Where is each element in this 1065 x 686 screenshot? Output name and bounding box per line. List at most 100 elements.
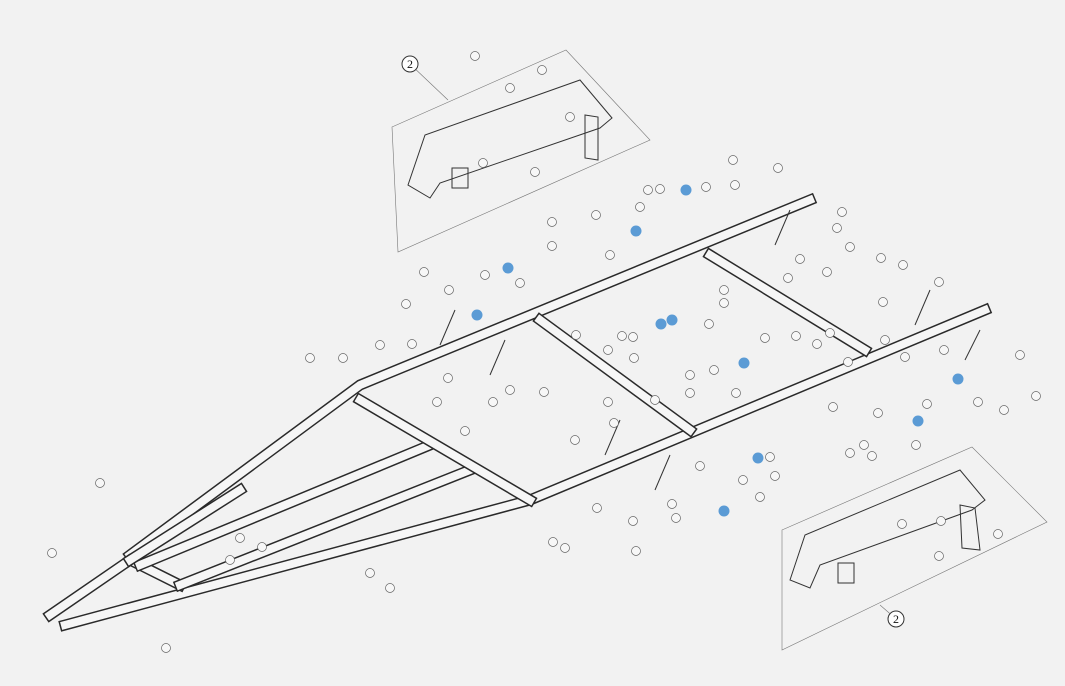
part-callout[interactable]: [603, 397, 613, 407]
part-callout[interactable]: [539, 387, 549, 397]
part-callout[interactable]: [655, 184, 665, 194]
part-callout[interactable]: [730, 180, 740, 190]
part-callout[interactable]: [897, 519, 907, 529]
part-callout[interactable]: [419, 267, 429, 277]
part-callout[interactable]: [837, 207, 847, 217]
part-callout[interactable]: [701, 182, 711, 192]
part-callout[interactable]: [1015, 350, 1025, 360]
part-callout[interactable]: [773, 163, 783, 173]
part-callout[interactable]: [880, 335, 890, 345]
part-callout[interactable]: [548, 537, 558, 547]
part-callout[interactable]: [609, 418, 619, 428]
part-callout[interactable]: [685, 388, 695, 398]
part-callout[interactable]: [95, 478, 105, 488]
part-callout[interactable]: [480, 270, 490, 280]
part-callout[interactable]: [605, 250, 615, 260]
part-callout[interactable]: [1031, 391, 1041, 401]
part-callout[interactable]: [822, 267, 832, 277]
part-callout[interactable]: [505, 385, 515, 395]
part-callout[interactable]: [235, 533, 245, 543]
part-callout[interactable]: [635, 202, 645, 212]
part-callout[interactable]: [738, 475, 748, 485]
highlight-marker[interactable]: [655, 318, 667, 330]
part-callout[interactable]: [876, 253, 886, 263]
highlight-marker[interactable]: [752, 452, 764, 464]
part-callout[interactable]: [547, 241, 557, 251]
part-callout[interactable]: [812, 339, 822, 349]
part-callout[interactable]: [591, 210, 601, 220]
part-callout[interactable]: [505, 83, 515, 93]
part-callout[interactable]: [843, 357, 853, 367]
highlight-marker[interactable]: [738, 357, 750, 369]
highlight-marker[interactable]: [680, 184, 692, 196]
part-callout[interactable]: [365, 568, 375, 578]
part-callout[interactable]: [828, 402, 838, 412]
part-callout[interactable]: [934, 551, 944, 561]
part-callout[interactable]: [900, 352, 910, 362]
part-callout[interactable]: [795, 254, 805, 264]
part-callout[interactable]: [407, 339, 417, 349]
part-callout[interactable]: [685, 370, 695, 380]
part-callout[interactable]: [867, 451, 877, 461]
part-callout[interactable]: [760, 333, 770, 343]
part-callout[interactable]: [719, 298, 729, 308]
part-callout[interactable]: [161, 643, 171, 653]
subassembly-callout-top[interactable]: 2: [401, 55, 419, 73]
part-callout[interactable]: [385, 583, 395, 593]
part-callout[interactable]: [305, 353, 315, 363]
part-callout[interactable]: [667, 499, 677, 509]
part-callout[interactable]: [631, 546, 641, 556]
part-callout[interactable]: [560, 543, 570, 553]
highlight-marker[interactable]: [630, 225, 642, 237]
part-callout[interactable]: [592, 503, 602, 513]
part-callout[interactable]: [478, 158, 488, 168]
part-callout[interactable]: [643, 185, 653, 195]
subassembly-callout-bottom[interactable]: 2: [887, 610, 905, 628]
part-callout[interactable]: [432, 397, 442, 407]
part-callout[interactable]: [973, 397, 983, 407]
part-callout[interactable]: [765, 452, 775, 462]
part-callout[interactable]: [225, 555, 235, 565]
highlight-marker[interactable]: [718, 505, 730, 517]
part-callout[interactable]: [565, 112, 575, 122]
highlight-marker[interactable]: [912, 415, 924, 427]
part-callout[interactable]: [898, 260, 908, 270]
part-callout[interactable]: [695, 461, 705, 471]
part-callout[interactable]: [845, 242, 855, 252]
part-callout[interactable]: [628, 516, 638, 526]
part-callout[interactable]: [571, 330, 581, 340]
part-callout[interactable]: [47, 548, 57, 558]
part-callout[interactable]: [488, 397, 498, 407]
part-callout[interactable]: [873, 408, 883, 418]
part-callout[interactable]: [783, 273, 793, 283]
highlight-marker[interactable]: [952, 373, 964, 385]
part-callout[interactable]: [859, 440, 869, 450]
part-callout[interactable]: [832, 223, 842, 233]
part-callout[interactable]: [470, 51, 480, 61]
part-callout[interactable]: [728, 155, 738, 165]
highlight-marker[interactable]: [502, 262, 514, 274]
part-callout[interactable]: [731, 388, 741, 398]
part-callout[interactable]: [845, 448, 855, 458]
part-callout[interactable]: [338, 353, 348, 363]
part-callout[interactable]: [401, 299, 411, 309]
part-callout[interactable]: [791, 331, 801, 341]
part-callout[interactable]: [825, 328, 835, 338]
part-callout[interactable]: [993, 529, 1003, 539]
part-callout[interactable]: [617, 331, 627, 341]
part-callout[interactable]: [629, 353, 639, 363]
part-callout[interactable]: [939, 345, 949, 355]
part-callout[interactable]: [650, 395, 660, 405]
part-callout[interactable]: [911, 440, 921, 450]
part-callout[interactable]: [999, 405, 1009, 415]
part-callout[interactable]: [570, 435, 580, 445]
part-callout[interactable]: [537, 65, 547, 75]
part-callout[interactable]: [878, 297, 888, 307]
part-callout[interactable]: [936, 516, 946, 526]
part-callout[interactable]: [770, 471, 780, 481]
part-callout[interactable]: [671, 513, 681, 523]
highlight-marker[interactable]: [666, 314, 678, 326]
part-callout[interactable]: [547, 217, 557, 227]
part-callout[interactable]: [719, 285, 729, 295]
part-callout[interactable]: [530, 167, 540, 177]
